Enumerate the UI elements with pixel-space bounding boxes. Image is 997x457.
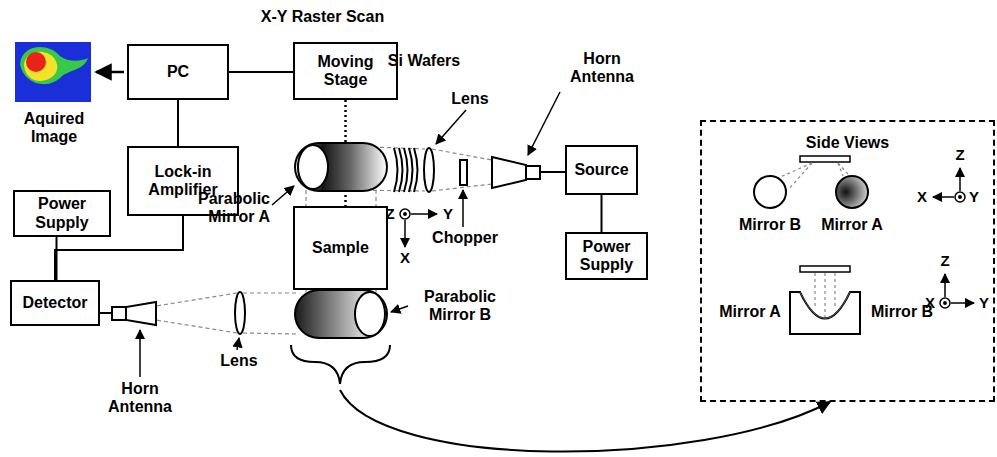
axis-label: X	[914, 188, 930, 205]
axis-label: Y	[976, 294, 992, 311]
panel-heading: Side Views	[806, 134, 889, 152]
bracket	[291, 345, 390, 384]
lens	[235, 292, 245, 334]
power-supply-box: Power Supply	[565, 232, 648, 280]
leader-line	[140, 92, 560, 377]
part-label: Horn Antenna	[560, 50, 644, 87]
wire	[601, 195, 603, 232]
part-label: Lens	[448, 90, 492, 108]
si-wafers	[394, 148, 418, 192]
stage-box: Moving Stage	[293, 42, 398, 100]
axis-label: X	[397, 249, 413, 266]
source-box: Source	[565, 145, 638, 195]
part-label: Parabolic Mirror A	[176, 190, 270, 227]
part-label: Lens	[214, 352, 264, 370]
box-label: Source	[574, 161, 628, 179]
axis-label: Z	[937, 252, 953, 269]
pc-box: PC	[127, 44, 229, 100]
parabolic-mirror-a	[295, 143, 387, 191]
box-label: PC	[167, 63, 189, 81]
axis-symbol	[400, 209, 437, 247]
side-view-bottom	[790, 266, 974, 334]
part-label: Mirror B	[732, 216, 808, 234]
part-label: Si Wafers	[378, 52, 470, 70]
axis-label: Z	[382, 205, 398, 222]
detector-box: Detector	[10, 280, 100, 326]
box-label: Detector	[23, 294, 88, 312]
box-label: Power Supply	[15, 195, 109, 232]
horn-antenna	[100, 302, 156, 325]
lens	[424, 148, 434, 192]
horn-antenna	[492, 157, 565, 188]
axis-label: Z	[952, 146, 968, 163]
part-label: Horn Antenna	[98, 380, 182, 417]
wire	[177, 100, 179, 146]
power-supply-box: Power Supply	[13, 190, 111, 237]
wire	[229, 71, 293, 73]
sample-box: Sample	[293, 206, 388, 290]
part-label: Chopper	[425, 229, 505, 247]
part-label: Mirror A	[712, 303, 788, 321]
side-views-panel: Side Views	[700, 120, 995, 402]
chopper	[460, 160, 467, 185]
axis-label: X	[922, 294, 938, 311]
axis-label: Y	[966, 188, 982, 205]
output-arrow	[96, 71, 124, 74]
scan-title: X-Y Raster Scan	[255, 8, 390, 26]
box-label: Power Supply	[567, 238, 646, 275]
acquired-image	[15, 42, 91, 102]
side-view-top	[754, 156, 965, 208]
box-label: Moving Stage	[295, 53, 396, 90]
axis-label: Y	[440, 205, 456, 222]
part-label: Mirror A	[814, 216, 890, 234]
box-label: Sample	[312, 239, 369, 257]
image-label: Aquired Image	[8, 110, 100, 147]
part-label: Parabolic Mirror B	[410, 288, 510, 325]
parabolic-mirror-b	[295, 290, 387, 338]
curved-arrow	[340, 390, 830, 452]
